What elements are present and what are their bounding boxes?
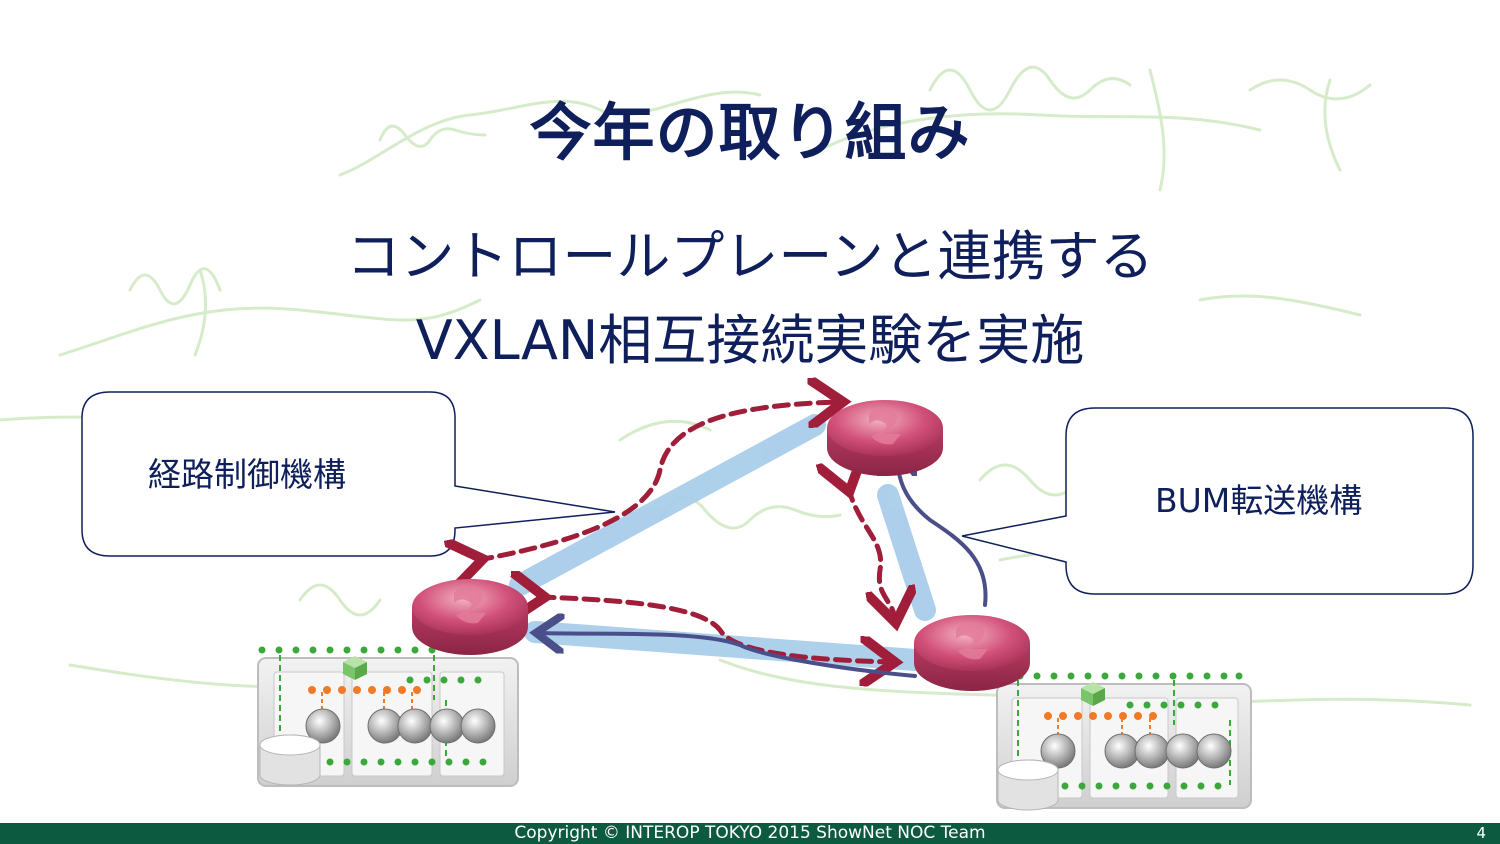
page-number: 4: [1476, 824, 1486, 842]
dashed-arrow-top-left: [478, 402, 838, 560]
slide-title: 今年の取り組み: [529, 96, 971, 169]
router-icon: [827, 400, 943, 476]
diagram-canvas: [0, 65, 1474, 811]
footer-copyright: Copyright © INTEROP TOKYO 2015 ShowNet N…: [514, 823, 986, 843]
subtitle-line-2: VXLAN相互接続実験を実施: [415, 309, 1085, 372]
tunnel-left-right: [524, 621, 926, 671]
vm-dots-left: [258, 646, 487, 766]
server-rack-right: [996, 672, 1252, 811]
dashed-arrow-left-right: [540, 597, 890, 662]
vswitch-icon: [1081, 682, 1105, 706]
server-rack-left: [257, 646, 519, 787]
footer-bar: Copyright © INTEROP TOKYO 2015 ShowNet N…: [0, 823, 1500, 844]
port-dots-left: [308, 686, 421, 694]
control-plane-arrows: [478, 402, 895, 662]
router-icon: [914, 615, 1030, 691]
port-dots-right: [1044, 712, 1157, 720]
solid-arrow-top: [897, 452, 988, 607]
callout-right: [961, 407, 1474, 595]
vm-balls-left: [305, 708, 496, 744]
storage-icon: [997, 759, 1059, 811]
vm-dots-right: [1016, 672, 1243, 790]
solid-arrow-left: [540, 633, 917, 678]
vm-balls-right: [1040, 733, 1232, 769]
callout-left-label: 経路制御機構: [148, 455, 346, 494]
callout-right-label: BUM転送機構: [1155, 481, 1363, 520]
subtitle-line-1: コントロールプレーンと連携する: [346, 225, 1154, 288]
vswitch-icon: [343, 656, 367, 680]
storage-icon: [259, 734, 321, 786]
bum-arrows: [540, 452, 988, 678]
router-icon: [412, 579, 528, 655]
